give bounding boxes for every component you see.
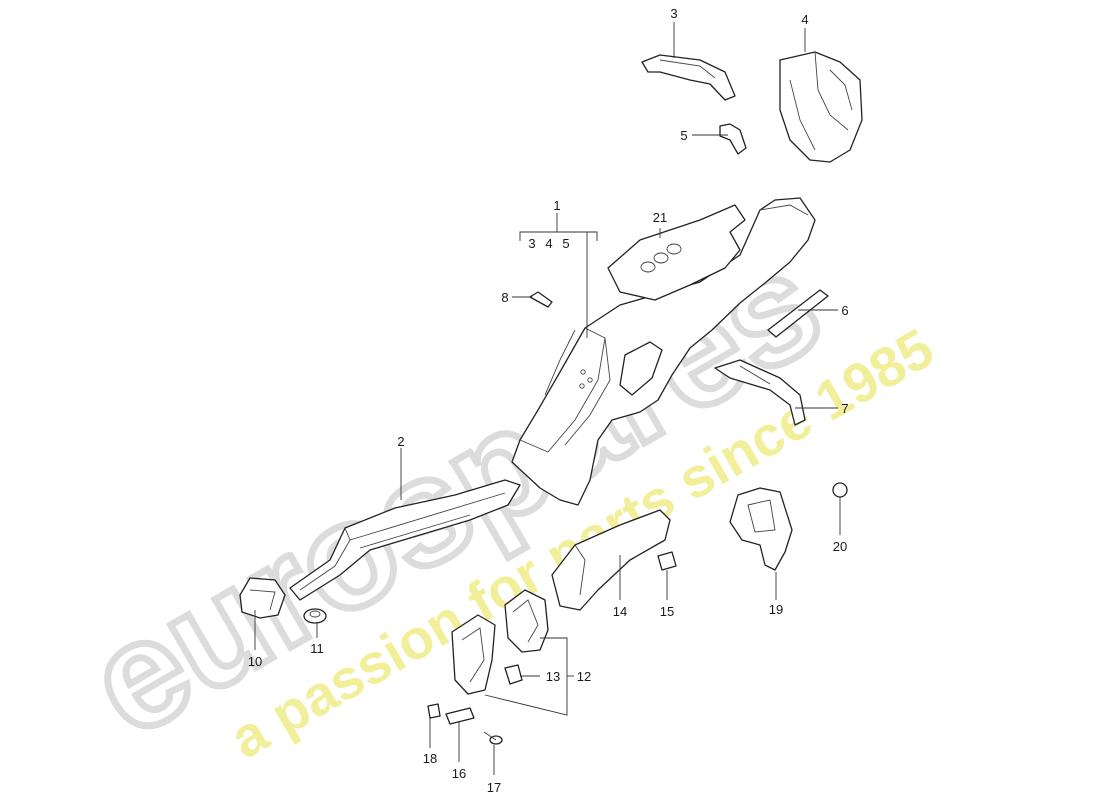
part-6-strip (767, 289, 829, 338)
callout-13: 13 (546, 669, 560, 684)
part-11-grommet (303, 608, 327, 624)
callout-1-sub-5: 5 (562, 236, 569, 251)
part-5-small-bracket (719, 123, 747, 155)
callout-1-sub-3: 3 (528, 236, 535, 251)
part-21-pad (607, 204, 746, 301)
callout-20: 20 (833, 539, 847, 554)
part-20-nut (832, 482, 848, 498)
callout-1: 1 (553, 198, 560, 213)
callout-6: 6 (841, 303, 848, 318)
callout-21: 21 (653, 210, 667, 225)
callout-18: 18 (423, 751, 437, 766)
callout-12: 12 (577, 669, 591, 684)
callout-7: 7 (841, 401, 848, 416)
callout-1-sub-4: 4 (545, 236, 552, 251)
part-7-rear-bracket (714, 359, 806, 426)
part-12-trim-set (451, 589, 549, 695)
part-4-housing (779, 51, 863, 163)
callout-labels: 1 3 4 5 2 3 4 5 6 7 8 10 11 12 13 14 15 … (248, 6, 849, 795)
callout-8: 8 (501, 290, 508, 305)
callout-11: 11 (310, 641, 324, 656)
part-13-clip (504, 664, 523, 685)
callout-16: 16 (452, 766, 466, 781)
part-10-cap (239, 577, 286, 619)
part-8-clip (529, 291, 553, 308)
callout-5: 5 (680, 128, 687, 143)
callout-19: 19 (769, 602, 783, 617)
part-19-frame (729, 487, 793, 571)
callout-4: 4 (801, 12, 808, 27)
part-18-clip (427, 703, 441, 719)
callout-10: 10 (248, 654, 262, 669)
part-1-side-panel (511, 197, 816, 506)
callout-3: 3 (670, 6, 677, 21)
part-14-duct (551, 509, 671, 611)
part-17-screw (483, 731, 503, 745)
callout-15: 15 (660, 604, 674, 619)
callout-17: 17 (487, 780, 501, 795)
part-3-bracket (641, 54, 736, 101)
callout-14: 14 (613, 604, 627, 619)
leader-lines (254, 22, 841, 775)
part-2-sill (289, 479, 521, 601)
part-16-fastener (445, 707, 475, 725)
part-15-plug (657, 551, 677, 571)
callout-2: 2 (397, 434, 404, 449)
